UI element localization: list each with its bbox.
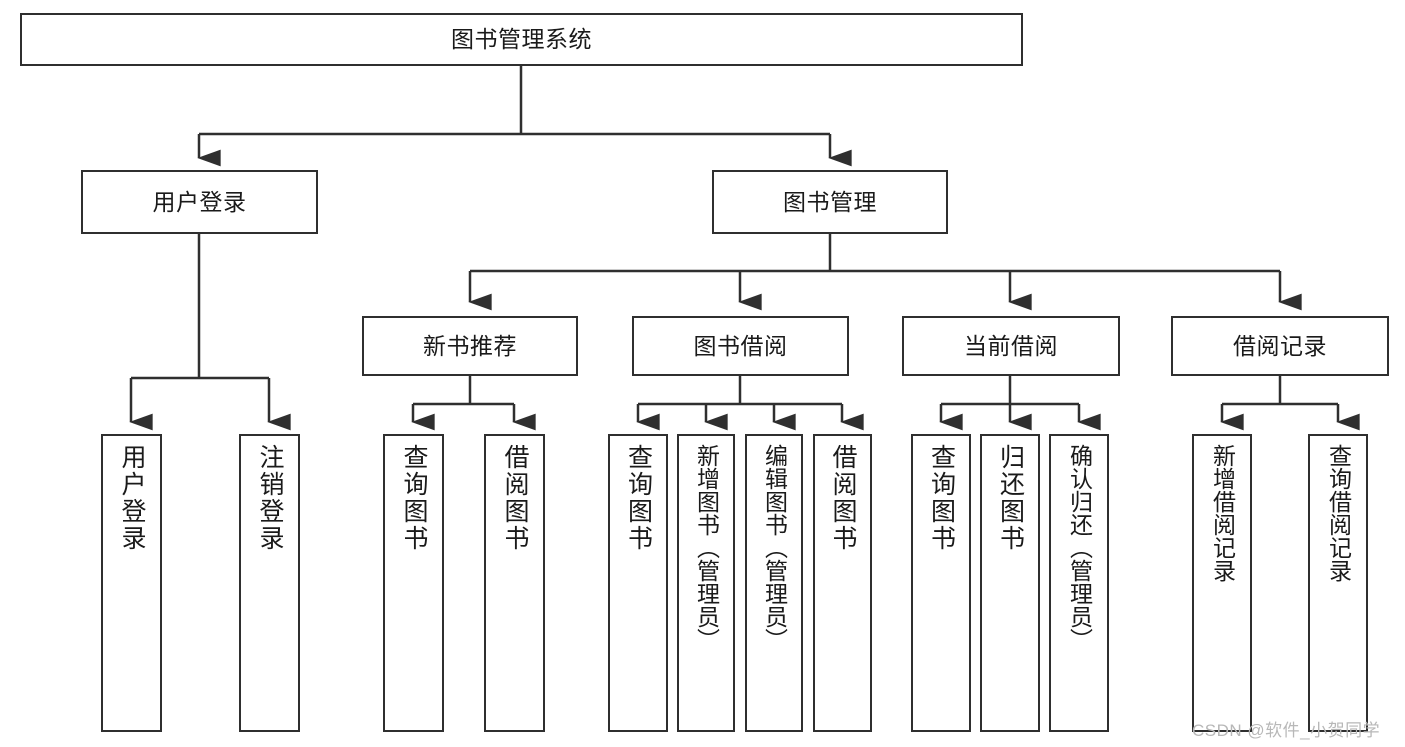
node-label: 注销登录 [256,444,284,552]
node-label: 借阅图书 [829,444,857,552]
node-borrow-record[interactable]: 借阅记录 [1171,316,1389,376]
node-label: 查询借阅记录 [1325,444,1352,582]
node-label: 用户登录 [152,188,247,215]
node-user-login[interactable]: 用户登录 [81,170,318,234]
leaf-add-borrow-record[interactable]: 新增借阅记录 [1192,434,1252,732]
leaf-borrow-book-rec[interactable]: 借阅图书 [484,434,545,732]
node-book-borrow[interactable]: 图书借阅 [632,316,849,376]
node-label: 借阅记录 [1233,332,1327,359]
node-label: 图书借阅 [693,332,788,359]
leaf-return-book[interactable]: 归还图书 [980,434,1040,732]
leaf-user-login[interactable]: 用户登录 [101,434,162,732]
leaf-query-book-current[interactable]: 查询图书 [911,434,971,732]
leaf-confirm-return[interactable]: 确认归还（管理员） [1049,434,1109,732]
node-label: 借阅图书 [501,444,529,552]
node-book-manage[interactable]: 图书管理 [712,170,948,234]
node-new-book-recommend[interactable]: 新书推荐 [362,316,578,376]
leaf-borrow-book[interactable]: 借阅图书 [813,434,872,732]
leaf-add-book[interactable]: 新增图书（管理员） [677,434,735,732]
leaf-query-book-rec[interactable]: 查询图书 [383,434,444,732]
node-label: 查询图书 [624,444,653,552]
node-label: 查询图书 [927,444,956,552]
leaf-edit-book[interactable]: 编辑图书（管理员） [745,434,803,732]
node-label: 查询图书 [400,444,428,552]
node-label: 归还图书 [996,444,1025,552]
node-label: 新增图书（管理员） [693,444,720,651]
node-label: 确认归还（管理员） [1066,444,1093,651]
leaf-user-logout[interactable]: 注销登录 [239,434,300,732]
leaf-query-book-borrow[interactable]: 查询图书 [608,434,668,732]
node-label: 新增借阅记录 [1209,444,1236,582]
node-label: 新书推荐 [423,332,517,359]
csdn-watermark: CSDN @软件_小贺同学 [1192,721,1381,740]
node-label: 图书管理 [783,188,877,215]
node-label: 用户登录 [118,444,146,552]
leaf-query-borrow-record[interactable]: 查询借阅记录 [1308,434,1368,732]
node-root-system[interactable]: 图书管理系统 [20,13,1023,66]
node-label: 当前借阅 [964,332,1058,359]
node-current-borrow[interactable]: 当前借阅 [902,316,1120,376]
node-label: 编辑图书（管理员） [761,444,788,651]
node-label: 图书管理系统 [451,26,592,53]
